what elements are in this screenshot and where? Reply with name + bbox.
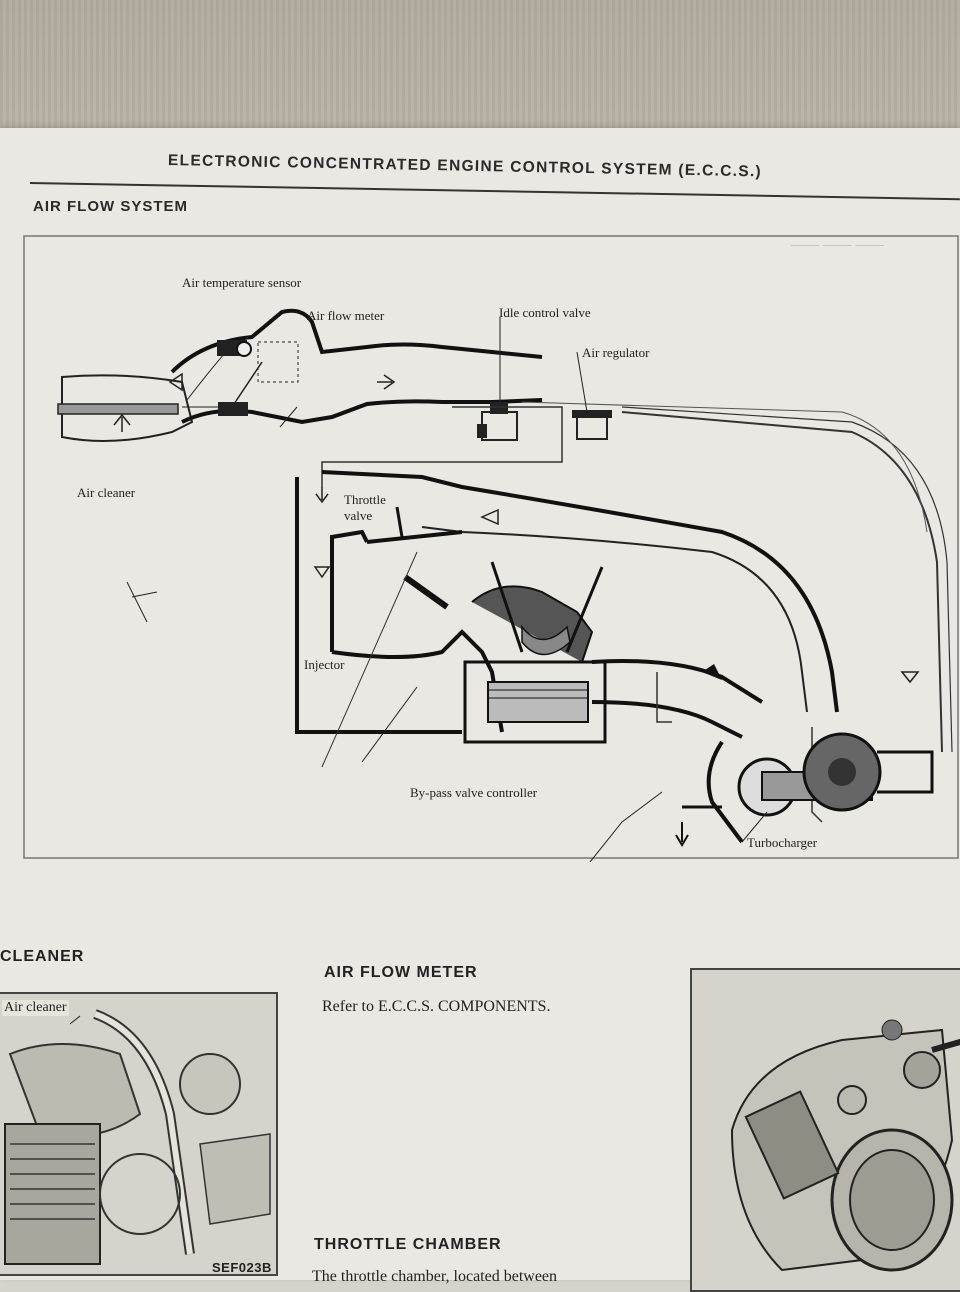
air-flow-diagram: Air temperature sensor Air flow meter Id…: [22, 232, 960, 862]
throttle-chamber-title: THROTTLE CHAMBER: [314, 1236, 502, 1253]
section-title: AIR FLOW SYSTEM: [33, 198, 188, 215]
label-air-cleaner: Air cleaner: [77, 485, 136, 500]
intake-duct-shape: [168, 308, 543, 425]
label-air-temperature-sensor: Air temperature sensor: [182, 275, 302, 290]
air-flow-meter-title: AIR FLOW METER: [324, 964, 478, 981]
label-injector: Injector: [304, 657, 345, 672]
fabric-background: [0, 0, 960, 140]
bleed-through-text: ⸻ ⸻ ⸻: [790, 238, 885, 252]
air-regulator-shape: [572, 410, 612, 440]
throttle-chamber-text: The throttle chamber, located between: [312, 1268, 558, 1285]
left-figure-code: SEF023B: [212, 1260, 272, 1275]
air-flow-meter-text: Refer to E.C.C.S. COMPONENTS.: [322, 998, 551, 1015]
turbocharger-shape: [675, 732, 934, 847]
label-bypass-valve-controller: By-pass valve controller: [410, 785, 538, 800]
engine-cylinder-shape: [321, 551, 607, 768]
label-valve: valve: [344, 508, 372, 523]
air-cleaner-shape: [57, 374, 194, 442]
throttle-chamber-shape: [295, 470, 920, 734]
label-idle-control-valve: Idle control valve: [499, 305, 591, 320]
page-header-title: ELECTRONIC CONCENTRATED ENGINE CONTROL S…: [167, 152, 763, 181]
left-section-title: CLEANER: [0, 948, 85, 965]
label-air-flow-meter: Air flow meter: [307, 308, 385, 323]
manual-page: ELECTRONIC CONCENTRATED ENGINE CONTROL S…: [0, 128, 960, 1292]
idle-control-valve-shape: [477, 402, 518, 441]
label-air-regulator: Air regulator: [582, 345, 650, 360]
label-throttle: Throttle: [344, 492, 386, 507]
label-turbocharger: Turbocharger: [747, 835, 818, 850]
photo-label-air-cleaner: Air cleaner: [2, 1000, 69, 1016]
air-cleaner-photo: [0, 992, 278, 1276]
throttle-chamber-photo: [690, 968, 960, 1292]
